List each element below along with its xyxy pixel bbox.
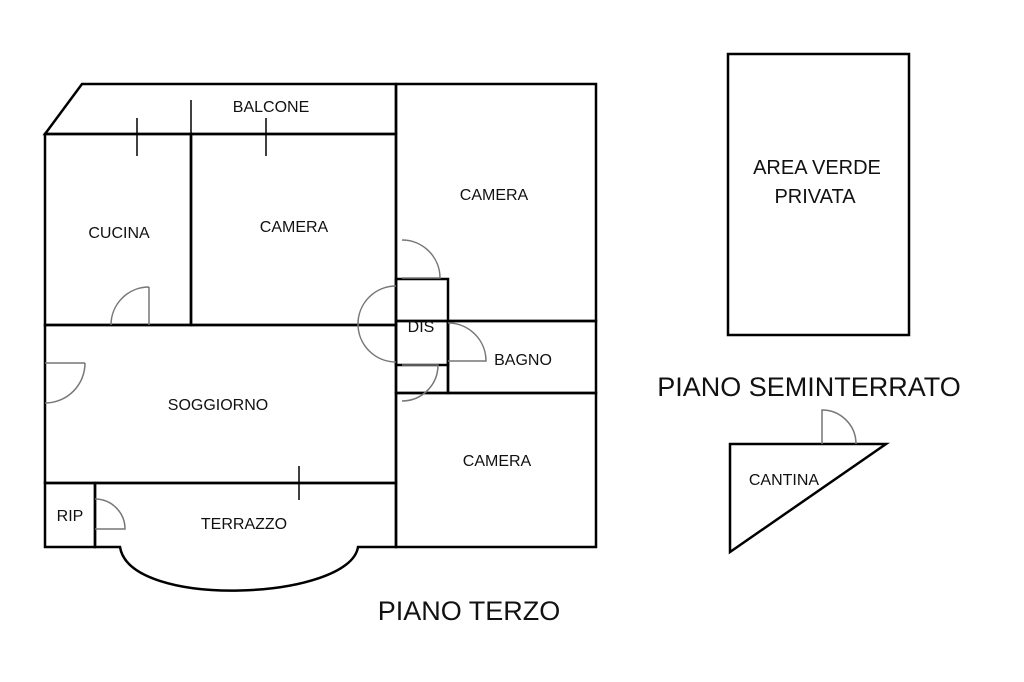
balcone-area xyxy=(42,82,398,136)
label-camera-top: CAMERA xyxy=(260,219,329,236)
camera-right-bottom-area xyxy=(394,391,598,549)
door-rip xyxy=(94,498,126,530)
label-cantina: CANTINA xyxy=(749,472,820,489)
door-camera-bottom xyxy=(401,364,439,402)
label-cucina: CUCINA xyxy=(88,225,150,242)
rip-area xyxy=(43,481,97,549)
label-area-verde-line1: AREA VERDE xyxy=(753,157,881,179)
label-balcone: BALCONE xyxy=(233,99,309,116)
door-dis-left xyxy=(357,285,397,363)
terrazzo-area xyxy=(93,481,398,592)
floor-title-terzo: PIANO TERZO xyxy=(378,596,561,626)
door-bagno xyxy=(447,322,487,362)
floor-title-seminterrato: PIANO SEMINTERRATO xyxy=(657,372,961,402)
label-terrazzo: TERRAZZO xyxy=(201,516,287,533)
label-soggiorno: SOGGIORNO xyxy=(168,397,268,414)
label-camera-right-bottom: CAMERA xyxy=(463,453,532,470)
label-camera-right-top: CAMERA xyxy=(460,187,529,204)
label-rip: RIP xyxy=(57,508,84,525)
area-verde-area xyxy=(726,52,911,337)
label-area-verde-line2: PRIVATA xyxy=(774,186,856,208)
door-soggiorno-entrance xyxy=(44,362,86,404)
cantina-area xyxy=(728,442,891,555)
label-dis: DIS xyxy=(408,319,435,336)
label-bagno: BAGNO xyxy=(494,352,552,369)
door-cantina xyxy=(821,409,857,445)
door-camera-top xyxy=(401,239,441,279)
door-cucina xyxy=(110,286,150,326)
